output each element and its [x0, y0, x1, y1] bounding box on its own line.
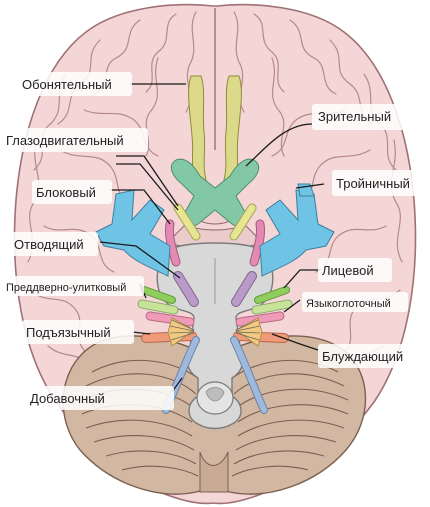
facial-nerve [140, 286, 290, 304]
label-hypoglossal: Подъязычный [26, 325, 111, 340]
leader-hypoglossal [131, 331, 151, 335]
label-olfactory: Обонятельный [22, 77, 112, 92]
vagus-nerve [167, 317, 263, 347]
leader-facial [283, 269, 320, 289]
trochlear-nerve [165, 219, 265, 267]
glossopharyngeal-nerve [145, 311, 285, 327]
leader-optic [245, 123, 313, 167]
label-trigeminal: Тройничный [336, 176, 410, 191]
abducens-nerve [173, 271, 257, 307]
leader-oculomotor-2 [116, 163, 179, 211]
oculomotor-nerve [173, 203, 257, 241]
vestibulocochlear-nerve [137, 299, 293, 315]
label-abducens: Отводящий [14, 237, 84, 252]
label-oculomotor: Глазодвигательный [6, 133, 124, 148]
label-backgrounds [2, 72, 422, 410]
label-glossopharyngeal: Языкоглоточный [306, 298, 391, 310]
leader-oculomotor [116, 155, 179, 207]
leader-trigeminal [295, 183, 325, 189]
leader-glossopharyngeal [283, 299, 301, 313]
trigeminal-nerve [95, 183, 335, 277]
leader-vagus [271, 333, 319, 351]
leader-trochlear [110, 189, 171, 225]
label-trochlear: Блоковый [36, 185, 96, 200]
label-vestibulocochlear: Преддверно-улитковый [6, 282, 126, 294]
label-vagus: Блуждающий [322, 349, 403, 364]
leader-abducens [99, 241, 181, 279]
olfactory-nerve [188, 75, 242, 185]
label-optic: Зрительный [318, 109, 391, 124]
label-accessory: Добавочный [30, 391, 105, 406]
label-facial: Лицевой [322, 263, 374, 278]
